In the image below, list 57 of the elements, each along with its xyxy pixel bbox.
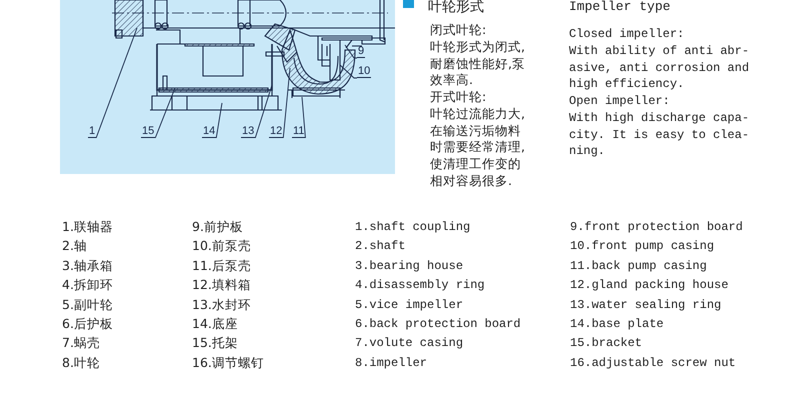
leader-line [254, 84, 272, 138]
leader-line [282, 68, 290, 138]
parts-list-item: 16.调节螺钉 [192, 354, 264, 372]
leader-line [216, 102, 222, 138]
description-text: Closed impeller: [569, 26, 686, 43]
parts-list-item: 5.vice impeller [355, 296, 464, 314]
parts-list-item: 2.shaft [355, 238, 406, 255]
parts-list-item: 16.adjustable screw nut [570, 354, 736, 372]
parts-list-item: 9.前护板 [192, 219, 243, 236]
parts-list-item: 12.gland packing house [570, 277, 728, 294]
description-text: 闭式叶轮: [430, 22, 488, 39]
parts-list-item: 8.impeller [355, 354, 428, 372]
parts-list-item: 5.副叶轮 [62, 296, 113, 314]
parts-list-item: 8.叶轮 [62, 354, 100, 372]
leader-line [96, 28, 138, 138]
parts-list-item: 14.base plate [570, 316, 664, 333]
leader-line [340, 64, 358, 78]
parts-list-item: 7.蜗壳 [62, 335, 100, 352]
leader-line [302, 96, 306, 138]
parts-list-item: 4.disassembly ring [355, 277, 485, 294]
leader-line [154, 88, 176, 138]
parts-list-item: 11.后泵壳 [192, 258, 251, 274]
description-text: With high discharge capa- city. It is easy to clea- ning. [569, 110, 750, 160]
parts-list-item: 1.shaft coupling [355, 219, 470, 236]
heading: Impeller type [569, 0, 670, 14]
parts-list-item: 6.back protection board [355, 316, 521, 333]
parts-list-item: 12.填料箱 [192, 277, 251, 294]
parts-list-item: 15.bracket [570, 335, 642, 352]
parts-list-item: 7.volute casing [355, 335, 464, 352]
parts-list-item: 3.轴承箱 [62, 258, 113, 274]
parts-list-item: 13.water sealing ring [570, 296, 722, 314]
leader-line [344, 44, 358, 58]
parts-list-item: 14.底座 [192, 316, 238, 333]
parts-list-item: 1.联轴器 [62, 219, 113, 236]
parts-list-item: 13.水封环 [192, 296, 251, 314]
callout-number: 15 [141, 125, 156, 138]
parts-list-item: 15.托架 [192, 335, 238, 352]
callout-number: 13 [241, 125, 256, 138]
parts-list-item: 11.back pump casing [570, 258, 707, 274]
callout-number: 11 [292, 125, 306, 138]
parts-list-item: 10.front pump casing [570, 238, 714, 255]
parts-list-item: 4.拆卸环 [62, 277, 113, 294]
callout-number: 14 [202, 125, 216, 138]
callout-number: 10 [357, 65, 372, 78]
parts-list-item: 6.后护板 [62, 316, 113, 333]
callout-number: 12 [269, 125, 284, 138]
callout-number: 9 [357, 45, 366, 58]
description-text: 叶轮过流能力大,在输送污垢物料时需要经常清理,使清理工作变的相对容易很多. [430, 106, 526, 190]
parts-list-item: 3.bearing house [355, 258, 464, 274]
description-text: Open impeller: [569, 93, 671, 110]
description-text: With ability of anti abr- asive, anti corrosion and high efficiency. [569, 43, 750, 93]
parts-list-item: 10.前泵壳 [192, 238, 251, 256]
description-text: 开式叶轮: [430, 89, 488, 106]
description-text: 叶轮形式为闭式,耐磨蚀性能好,泵效率高. [430, 39, 526, 90]
parts-list-item: 2.轴 [62, 238, 87, 256]
parts-list-item: 9.front protection board [570, 219, 743, 236]
callout-number: 1 [88, 125, 96, 138]
